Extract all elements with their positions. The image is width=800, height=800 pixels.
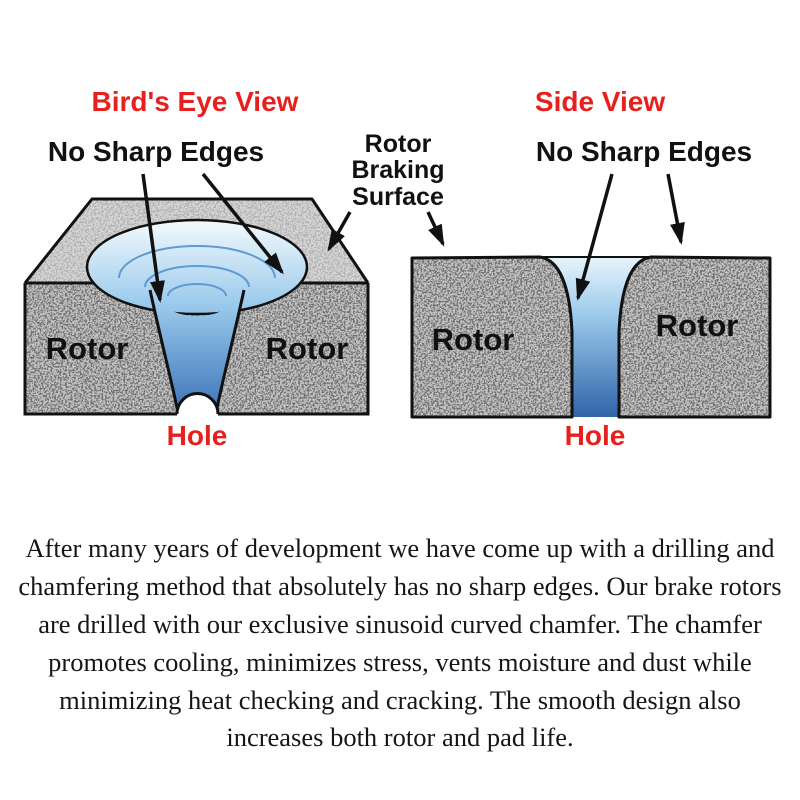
sideview-rotor-left-texture [412,257,572,417]
birdseye-front-outline [23,283,370,416]
birdseye-hole-notch-outline [175,392,220,415]
sideview-rotor-left-outline [410,255,574,419]
birdseye-rotor-left-label: Rotor [45,331,129,366]
birdseye-hole-channel [150,290,244,413]
arrow-birdseye-no-sharp-edges-right [201,172,284,275]
rotor-chamfer-diagram: Bird's Eye View Side View No Sharp Edges… [23,86,772,451]
marketing-description-text: After many years of development we have … [18,533,782,753]
birdseye-no-sharp-edges-label: No Sharp Edges [47,136,265,167]
chamfer-contour-3 [167,283,227,297]
sideview-no-sharp-edges-label: No Sharp Edges [535,136,753,167]
sideview-rotor-right-outline [617,255,772,419]
annotation-arrows [141,172,685,303]
birdseye-channel-edge-right [214,289,246,414]
arrow-braking-surface-right [426,211,445,247]
birdseye-rotor-right-label: Rotor [265,331,349,366]
sideview-hole-label: Hole [564,420,626,451]
diagram-canvas [23,172,772,419]
arrow-sideview-no-sharp-edges-left [575,173,614,301]
sideview-block [410,255,772,419]
birdseye-hole-label: Hole [166,420,228,451]
arrow-birdseye-no-sharp-edges-left [141,173,165,303]
sideview-rotor-left-label: Rotor [431,322,515,357]
birdseye-title: Bird's Eye View [91,86,299,117]
sideview-hole-channel [540,257,651,417]
arrow-braking-surface-left [327,211,352,252]
arrow-sideview-no-sharp-edges-right [666,173,685,245]
sideview-title: Side View [534,86,666,117]
sideview-rotor-right-label: Rotor [655,308,739,343]
sideview-rotor-right-texture [619,257,770,417]
chamfer-contour-2 [144,265,250,288]
birdseye-channel-edge-left [148,289,180,414]
birdseye-hole-notch [176,393,218,414]
birdseye-block [23,197,370,416]
rotor-braking-surface-label: Rotor Braking Surface [351,130,445,211]
